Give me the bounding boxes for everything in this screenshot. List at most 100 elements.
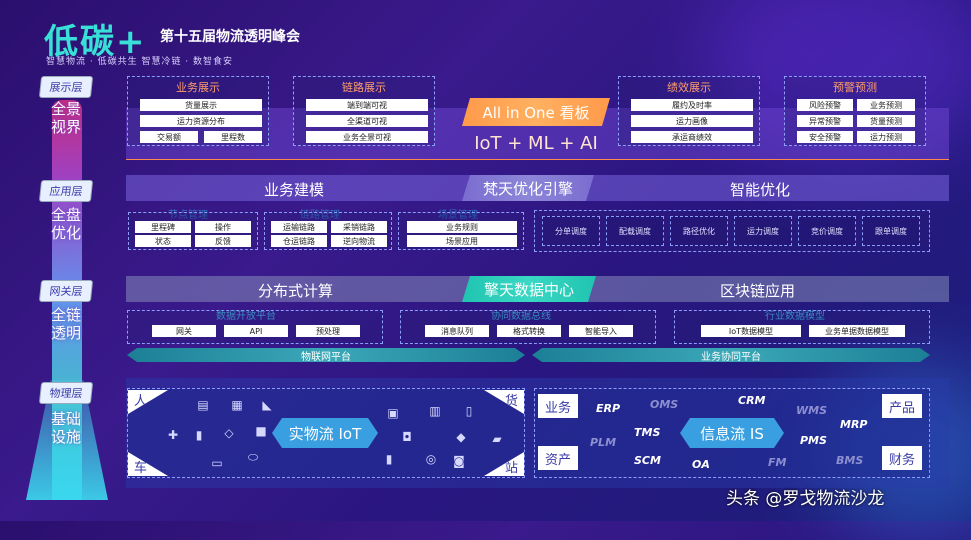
iot-platform-bar: 物联网平台 bbox=[127, 348, 525, 362]
alert-display-item: 业务预测 bbox=[857, 99, 915, 111]
system-fm: FM bbox=[768, 456, 787, 469]
system-plm: PLM bbox=[590, 436, 617, 449]
optimization-item: 竞价调度 bbox=[798, 216, 856, 246]
performance-display-item: 运力画像 bbox=[631, 115, 753, 127]
link-display-title: 链路展示 bbox=[342, 81, 386, 94]
system-mrp: MRP bbox=[840, 418, 868, 431]
reader-icon: ▮ bbox=[385, 452, 393, 466]
corner-finance: 财务 bbox=[882, 446, 922, 470]
forklift-icon: ◘ bbox=[402, 430, 412, 444]
alert-display-item: 安全预警 bbox=[797, 131, 853, 143]
alert-display-box: 预警预测 风险预警 业务预测 异常预警 货量预测 安全预警 运力预测 bbox=[784, 76, 926, 146]
system-oa: OA bbox=[692, 458, 710, 471]
link-display-box: 链路展示 端到端可视 全渠道可视 业务全景可视 bbox=[293, 76, 435, 146]
blockchain-title: 区块链应用 bbox=[720, 282, 796, 300]
layer-tag-application: 应用层 bbox=[38, 180, 94, 202]
node-management-box: 里程碑 操作 状态 反馈 bbox=[128, 212, 258, 250]
system-oms: OMS bbox=[650, 398, 679, 411]
data-open-item: 网关 bbox=[152, 325, 216, 337]
system-erp: ERP bbox=[596, 402, 621, 415]
layer-name-display: 全景视界 bbox=[50, 100, 81, 136]
scanner-icon: ▤ bbox=[197, 398, 209, 412]
layer-tag-physical: 物理层 bbox=[38, 382, 94, 404]
scene-item: 业务规则 bbox=[407, 221, 517, 233]
layer-name-physical: 基础设施 bbox=[50, 410, 81, 446]
camera-icon: ◣ bbox=[262, 398, 272, 412]
padlock-icon: ◙ bbox=[453, 454, 465, 468]
system-wms: WMS bbox=[796, 404, 828, 417]
all-in-one-badge: All in One 看板 bbox=[462, 98, 610, 126]
thermometer-icon: ▯ bbox=[465, 404, 473, 418]
link-management-label: 链路管理 bbox=[300, 210, 340, 221]
bus-item: 消息队列 bbox=[425, 325, 489, 337]
alert-display-item: 货量预测 bbox=[857, 115, 915, 127]
layer-tag-gateway: 网关层 bbox=[38, 280, 94, 302]
performance-display-box: 绩效展示 履约及时率 运力画像 承运商绩效 bbox=[618, 76, 760, 146]
industry-model-box: 行业数据模型 IoT数据模型 业务单据数据模型 bbox=[674, 310, 930, 344]
event-subtitle: 智慧物流 · 低碳共生 智慧冷链 · 数智食安 bbox=[46, 57, 234, 67]
card-icon: ▭ bbox=[211, 456, 223, 470]
optimization-item: 配载调度 bbox=[606, 216, 664, 246]
data-open-item: 预处理 bbox=[296, 325, 360, 337]
link-display-item: 端到端可视 bbox=[306, 99, 428, 111]
collaboration-bus-title: 协同数据总线 bbox=[491, 311, 551, 322]
tag-icon: ◇ bbox=[224, 426, 234, 440]
distributed-computing-title: 分布式计算 bbox=[258, 282, 334, 300]
business-collab-platform-bar: 业务协同平台 bbox=[532, 348, 930, 362]
layer-name-application: 全盘优化 bbox=[50, 206, 81, 242]
link-management-box: 运输链路 采销链路 仓运链路 逆向物流 bbox=[264, 212, 392, 250]
business-display-item: 里程数 bbox=[204, 131, 262, 143]
qr-code-icon: ▦ bbox=[231, 398, 243, 412]
layer-name-gateway: 全链透明 bbox=[50, 306, 81, 342]
node-item: 状态 bbox=[135, 235, 191, 247]
obd-icon: ⬭ bbox=[247, 449, 259, 464]
business-display-title: 业务展示 bbox=[176, 81, 220, 94]
link-display-item: 业务全景可视 bbox=[306, 131, 428, 143]
event-title: 第十五届物流透明峰会 bbox=[160, 29, 300, 45]
system-pms: PMS bbox=[800, 434, 827, 447]
system-bms: BMS bbox=[836, 454, 864, 467]
optimization-item: 运力调度 bbox=[734, 216, 792, 246]
data-open-platform-box: 数据开放平台 网关 API 预处理 bbox=[127, 310, 383, 344]
performance-display-item: 履约及时率 bbox=[631, 99, 753, 111]
layer-tag-display: 展示层 bbox=[38, 76, 94, 98]
battery-icon: ▮ bbox=[195, 428, 203, 442]
shelf-icon: ▥ bbox=[429, 404, 441, 418]
model-item: 业务单据数据模型 bbox=[809, 325, 905, 337]
business-display-item: 运力资源分布 bbox=[140, 115, 262, 127]
link-item: 仓运链路 bbox=[271, 235, 327, 247]
performance-display-title: 绩效展示 bbox=[667, 81, 711, 94]
physical-iot-badge: 实物流 IoT bbox=[272, 418, 378, 448]
data-open-item: API bbox=[224, 325, 288, 337]
drone-icon: ◎ bbox=[425, 452, 437, 466]
industry-model-title: 行业数据模型 bbox=[765, 311, 825, 322]
alert-display-title: 预警预测 bbox=[833, 81, 877, 94]
printer-icon: ▣ bbox=[387, 406, 399, 420]
scene-item: 场景应用 bbox=[407, 235, 517, 247]
bus-item: 格式转换 bbox=[497, 325, 561, 337]
link-item: 采销链路 bbox=[331, 221, 387, 233]
link-item: 逆向物流 bbox=[331, 235, 387, 247]
link-item: 运输链路 bbox=[271, 221, 327, 233]
scene-management-box: 业务规则 场景应用 bbox=[398, 212, 524, 250]
alert-display-item: 风险预警 bbox=[797, 99, 853, 111]
optimization-item: 分单调度 bbox=[542, 216, 600, 246]
fantian-engine-badge: 梵天优化引擎 bbox=[462, 175, 594, 201]
business-modeling-title: 业务建模 bbox=[264, 181, 325, 199]
optimization-item: 路径优化 bbox=[670, 216, 728, 246]
optimization-item: 跟单调度 bbox=[862, 216, 920, 246]
node-item: 操作 bbox=[195, 221, 251, 233]
performance-display-item: 承运商绩效 bbox=[631, 131, 753, 143]
node-item: 反馈 bbox=[195, 235, 251, 247]
watermark: 头条 @罗戈物流沙龙 bbox=[726, 489, 885, 509]
data-open-platform-title: 数据开放平台 bbox=[216, 311, 276, 322]
scene-management-label: 场景管理 bbox=[438, 210, 478, 221]
iot-ml-ai-label: IoT + ML + AI bbox=[474, 132, 598, 154]
handheld-icon: ▰ bbox=[492, 432, 502, 446]
smart-optimization-title: 智能优化 bbox=[730, 181, 791, 199]
sensor-icon: ✚ bbox=[167, 428, 179, 442]
gps-icon: ◆ bbox=[456, 430, 466, 444]
business-display-item: 交易额 bbox=[140, 131, 198, 143]
alert-display-item: 运力预测 bbox=[857, 131, 915, 143]
qingtian-data-center-badge: 擎天数据中心 bbox=[462, 276, 596, 302]
